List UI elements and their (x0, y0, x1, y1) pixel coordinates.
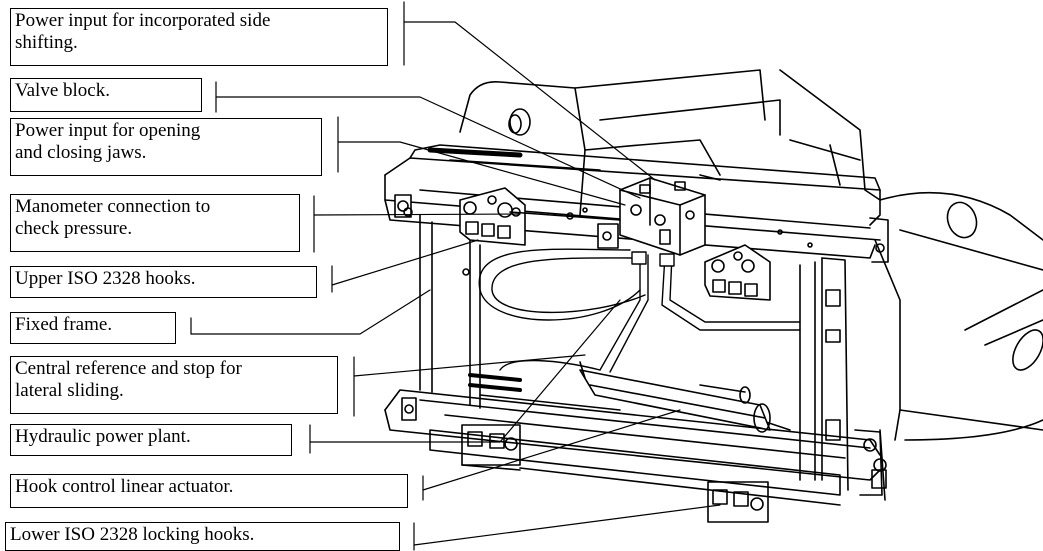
hydraulic-hoses (478, 248, 801, 401)
label-valve-block: Valve block. (10, 78, 202, 112)
lower-crossbar (384, 373, 887, 501)
label-manometer-connection: Manometer connection to check pressure. (10, 194, 300, 252)
label-jaws-power-input: Power input for opening and closing jaws… (10, 118, 322, 176)
linear-actuator (579, 361, 771, 433)
valve-block (509, 177, 706, 256)
label-lower-hooks: Lower ISO 2328 locking hooks. (5, 522, 400, 551)
label-hydraulic-power-plant: Hydraulic power plant. (10, 424, 292, 456)
label-hook-actuator: Hook control linear actuator. (10, 474, 408, 508)
label-upper-hooks: Upper ISO 2328 hooks. (10, 266, 317, 298)
rear-plate (459, 69, 1043, 441)
frame-posts (419, 214, 849, 491)
label-fixed-frame: Fixed frame. (10, 312, 176, 344)
leader-lines (190, 1, 721, 551)
lower-fork-bar (429, 424, 841, 523)
label-side-shift-power-input: Power input for incorporated side shifti… (10, 8, 388, 66)
upper-hooks (459, 187, 771, 301)
label-central-reference: Central reference and stop for lateral s… (10, 356, 338, 414)
